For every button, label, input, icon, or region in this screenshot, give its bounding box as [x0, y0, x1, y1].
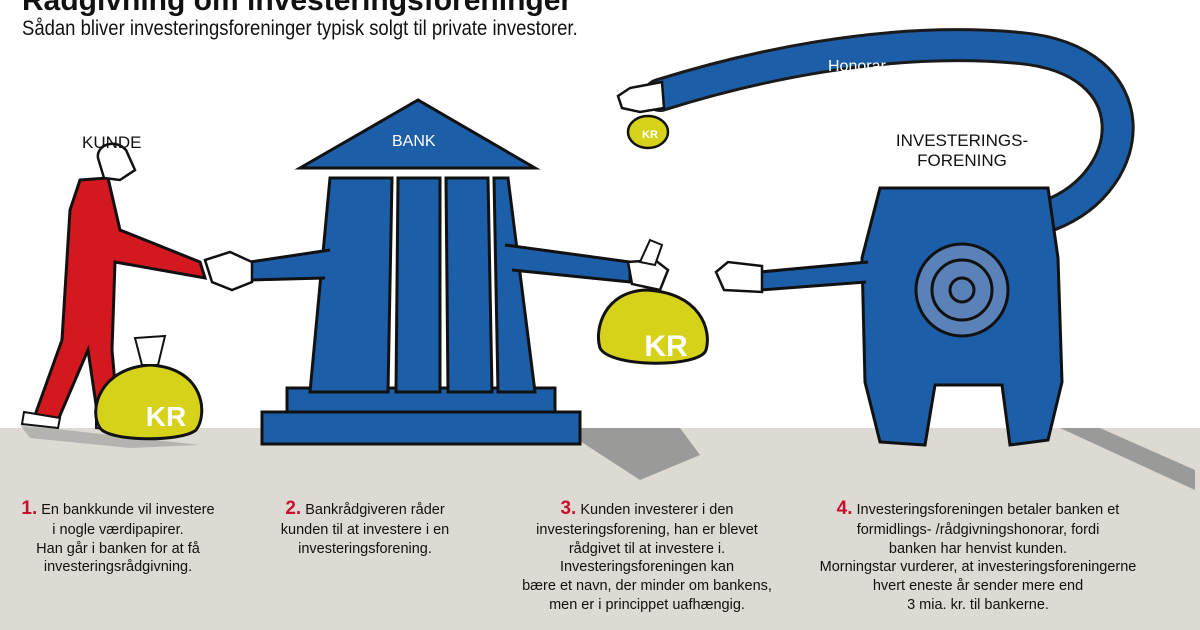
customer-label: KUNDE [82, 133, 142, 152]
bank-base-bottom [260, 410, 582, 446]
bank-column-3 [444, 176, 494, 394]
step-3-line-2: investeringsforening, han er blevet [536, 522, 758, 539]
money-bag-left-neck [133, 334, 167, 366]
step-3-line-4: Investeringsforeningen kan [559, 559, 735, 576]
fund-safe-wheel-hub [948, 276, 976, 304]
page-title: Rådgivning om investeringsforeninger [22, 0, 573, 17]
bank-column-4 [492, 176, 537, 394]
fund-safe-wheel-inner [930, 258, 994, 322]
bank-right-arm [504, 243, 632, 284]
step-1-line-3: Han går i banken for at få [36, 540, 200, 557]
step-2: 2.Bankrådgiveren råder kunden til at inv… [270, 497, 460, 558]
step-1-line-4: investeringsrådgivning. [43, 559, 193, 576]
step-3-number: 3. [560, 498, 577, 519]
step-4-line-5: hvert eneste år sender mere end [872, 577, 1084, 594]
step-1-line-1: En bankkunde vil investere [41, 502, 215, 518]
customer-head [96, 142, 137, 182]
page-subtitle: Sådan bliver investeringsforeninger typi… [22, 17, 578, 40]
customer-shadow [20, 425, 200, 448]
money-bag-right-neck [638, 238, 664, 267]
step-4-line-6: 3 mia. kr. til bankerne. [907, 596, 1049, 613]
step-2-line-3: investeringsforening. [298, 540, 432, 557]
step-4-line-4: Morningstar vurderer, at investeringsfor… [819, 559, 1137, 576]
handshake [203, 250, 254, 292]
bank-column-1 [308, 176, 394, 394]
step-4-number: 4. [836, 498, 853, 519]
step-4-line-2: formidlings- /rådgivningshonorar, fordi [856, 522, 1100, 539]
step-4-line-3: banken har henvist kunden. [888, 540, 1068, 557]
step-4: 4.Investeringsforeningen betaler banken … [808, 497, 1148, 614]
bank-label: BANK [392, 133, 436, 150]
step-3-line-3: rådgivet til at investere i. [568, 540, 726, 557]
ground [0, 428, 1200, 630]
bank-shadow [560, 428, 700, 480]
step-2-line-1: Bankrådgiveren råder [305, 502, 445, 518]
step-2-line-2: kunden til at investere i en [280, 522, 450, 539]
bank-left-arm [248, 248, 331, 282]
fund-shadow [1060, 428, 1195, 490]
money-bag-left [94, 363, 204, 441]
step-1: 1.En bankkunde vil investere i nogle vær… [18, 497, 218, 577]
honorar-hand [616, 80, 666, 114]
bank-roof [294, 98, 541, 170]
step-3-line-1: Kunden investerer i den [580, 502, 734, 518]
bank-column-2 [394, 176, 442, 394]
small-money-bag [626, 114, 670, 150]
step-3-line-6: men er i princippet uafhængig. [549, 596, 745, 613]
customer-shoe-back [20, 410, 62, 430]
honorar-label: Honorar [828, 58, 886, 75]
step-1-number: 1. [21, 498, 38, 519]
fund-arm [758, 260, 869, 292]
fund-label: INVESTERINGS- FORENING [895, 131, 1029, 172]
step-3-line-5: bære et navn, der minder om bankens, [522, 577, 772, 594]
fund-hand [714, 260, 764, 294]
step-4-line-1: Investeringsforeningen betaler banken et [856, 502, 1120, 518]
fund-label-line-1: INVESTERINGS- [895, 131, 1029, 150]
fund-label-line-2: FORENING [917, 151, 1007, 171]
honorar-arm-fill [646, 31, 1132, 229]
step-3: 3.Kunden investerer i den investeringsfo… [512, 497, 782, 614]
step-2-number: 2. [285, 498, 302, 519]
step-1-line-2: i nogle værdipapirer. [52, 522, 184, 539]
money-bag-right [597, 288, 709, 365]
